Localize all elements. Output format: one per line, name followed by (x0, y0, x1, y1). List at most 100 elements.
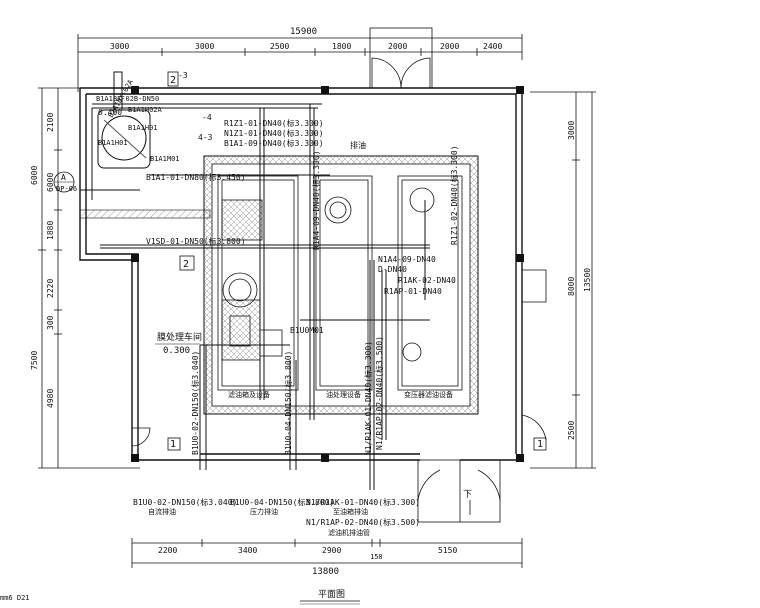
aux-tag-letter: A (61, 173, 66, 182)
pipe-label-sub: 自流排油 (148, 507, 176, 516)
dim-left-segments: 2100 6000 1880 2220 300 4980 (46, 113, 55, 408)
drain-note: 排油 (350, 140, 366, 150)
structural-columns (131, 86, 524, 462)
pipe-label: V1SD-01-DN50(标3.800) (146, 236, 246, 246)
dim-left-seg: 2100 (46, 113, 55, 132)
bottom-dimensions (131, 538, 523, 568)
right-dimensions (530, 91, 596, 469)
pipe-label: N1Z1-01-DN40(标3.300) (224, 128, 324, 138)
pipe-label: B1A1BX-02B-DN50 (96, 95, 159, 103)
room-elevation: 0.300 (163, 346, 190, 356)
pipes (80, 103, 430, 490)
aux-tag-code: DP-06 (56, 185, 77, 193)
dim-bottom-seg: 3400 (238, 546, 257, 555)
aux-tag: A DP-06 (53, 171, 77, 193)
pipe-label: N1/R1AP-02-DN40(标3.500) (374, 336, 384, 450)
dim-left-seg: 1880 (46, 221, 55, 240)
pipe-label: B1A1H01 (98, 139, 128, 147)
dim-right-outer: 13500 (583, 268, 592, 292)
dim-bottom-segments: 2200 3400 2900 5150 150 (158, 546, 457, 561)
pipe-label: B1U0-02-DN150(标3.040) (133, 497, 237, 507)
grid-marker: 2 (170, 75, 176, 86)
equipment-label: 滤油箱及设备 (228, 390, 270, 399)
pipe-label: D-DN40 (378, 265, 407, 274)
dim-bottom-small: 150 (370, 553, 383, 561)
pipe-label: N1/R1AK-01-DN40(标3.300) (363, 341, 373, 455)
pipe-label-sub: 压力排油 (250, 507, 278, 516)
dim-left-seg: 2220 (46, 279, 55, 298)
pipe-label: N1A4-09-DN40 (378, 255, 436, 264)
dim-left-seg: 6000 (46, 173, 55, 192)
room-name: 膜处理车间 (157, 331, 202, 343)
pipe-label: B1A1-09-DN40(标3.300) (224, 138, 324, 148)
dim-top-seg: 3000 (195, 42, 214, 51)
pipe-label: B1U0-04-DN150(标3.800) (230, 497, 334, 507)
pipe-tag: 4-3 (198, 133, 213, 142)
dim-left-seg: 4980 (46, 389, 55, 408)
dim-top-seg: 2400 (483, 42, 502, 51)
equipment-label: 变压器滤油设备 (404, 390, 453, 399)
dim-left-outer-upper: 6000 (30, 166, 39, 185)
oil-pit (203, 155, 479, 415)
grid-marker: 1 (170, 439, 176, 450)
pipe-label: B1A1H02A (128, 106, 163, 114)
grid-marker: 1 (537, 439, 543, 450)
dim-right-inner: 8000 (567, 277, 576, 296)
dim-bottom-seg: 2200 (158, 546, 177, 555)
equipment-label: 油处理设备 (326, 390, 361, 399)
pipe-label: R1Z1-02-DN40(标3.300) (449, 145, 459, 245)
bottom-pipe-labels: B1U0-02-DN150(标3.040) 自流排油 B1U0-04-DN150… (133, 497, 420, 537)
pipe-tag: -4 (202, 113, 212, 122)
main-tank (97, 71, 151, 169)
pipe-labels-top-left: B1A1BX-02B-DN50 B1A1H02A B1A1BX-02A B1A1… (96, 71, 213, 163)
tanks (222, 187, 435, 362)
pipe-label: B1A1-01-DN80(标3.450) (146, 172, 246, 182)
pipe-label: N1/R1AK-01-DN40(标3.300) (306, 497, 420, 507)
pipe-label: R1Z1-01-DN40(标3.300) (224, 118, 324, 128)
grid-marker: 2 (183, 259, 189, 270)
dim-right-seg: 2500 (567, 421, 576, 440)
dim-bottom-total: 13800 (312, 567, 339, 577)
dim-bottom-seg: 2900 (322, 546, 341, 555)
pipe-label: B1A1M01 (150, 155, 180, 163)
wall-hatch-strip (79, 209, 211, 219)
pipe-label: B1U0-04-DN150(标3.800) (283, 351, 293, 455)
dim-left-seg: 300 (46, 315, 55, 330)
equipment-frames (217, 175, 463, 391)
pipe-label: B1U0M01 (290, 326, 324, 335)
dim-left-outer: 7500 (30, 351, 39, 370)
dim-top-seg: 1800 (332, 42, 351, 51)
dim-top-seg: 3000 (110, 42, 129, 51)
dim-right-seg: 3000 (567, 121, 576, 140)
pipe-label: R1A4-09-DN40(标3.300) (311, 150, 321, 250)
dim-top-total: 15900 (290, 27, 317, 37)
dim-top-segments: 3000 3000 2500 1800 2000 2000 2400 (110, 42, 502, 51)
equipment-labels: 滤油箱及设备 油处理设备 变压器滤油设备 (228, 390, 453, 399)
pipe-tag: -3 (178, 71, 188, 80)
pipe-label: R1AP-01-DN40 (384, 287, 442, 296)
dim-top-seg: 2000 (388, 42, 407, 51)
top-dimensions (77, 34, 523, 92)
dim-top-seg: 2000 (440, 42, 459, 51)
corner-note: mm6 D21 (0, 594, 30, 602)
pipe-labels-main: R1Z1-01-DN40(标3.300) N1Z1-01-DN40(标3.300… (146, 118, 459, 335)
left-door (131, 427, 151, 447)
pipe-label-sub: 至油箱排油 (333, 507, 368, 516)
pipe-label-sub: 滤油机排油管 (328, 528, 370, 537)
right-door (521, 269, 547, 441)
stair-down-label: 下 (463, 490, 472, 500)
pipe-label: N1/R1AP-02-DN40(标3.500) (306, 517, 420, 527)
bottom-entrance (417, 459, 501, 523)
pipe-label: B1A1H01 (128, 124, 158, 132)
pipe-labels-vertical: B1U0-02-DN150(标3.040) B1U0-04-DN150(标3.8… (190, 336, 384, 455)
grid-markers (167, 71, 547, 451)
dim-top-seg: 2500 (270, 42, 289, 51)
elevation-label: 0.400 (98, 108, 122, 117)
pipe-label: R1AK-02-DN40 (398, 276, 456, 285)
drawing-title: 平面图 (318, 589, 345, 600)
top-double-door (369, 27, 433, 89)
pipe-label: B1U0-02-DN150(标3.040) (190, 351, 200, 455)
dim-bottom-seg: 5150 (438, 546, 457, 555)
